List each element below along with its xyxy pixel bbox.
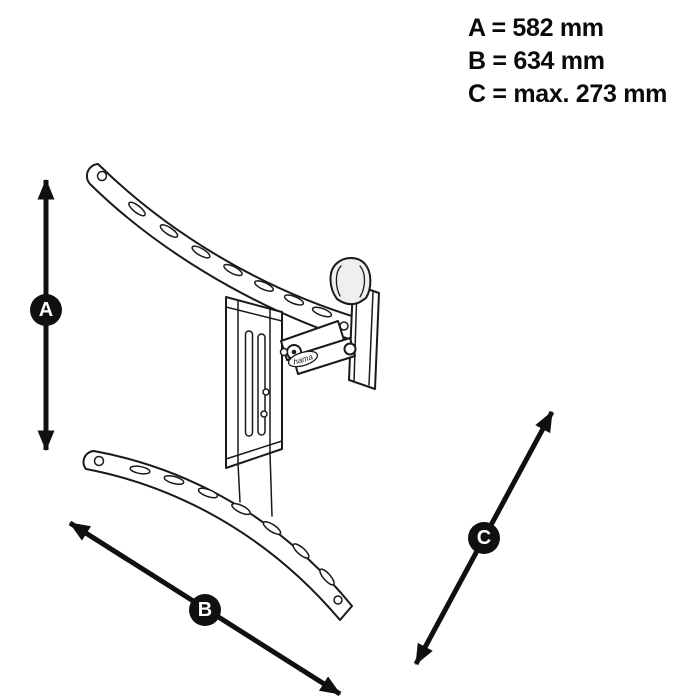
legend-line-c: C = max. 273 mm (468, 80, 668, 108)
wall-mount-drawing: hama (82, 163, 380, 621)
tilt-knob (329, 257, 372, 306)
dimension-label-a: A (30, 294, 62, 326)
top-vesa-arm (85, 163, 359, 341)
articulating-arm (279, 320, 357, 375)
dimension-legend: A = 582 mm B = 634 mm C = max. 273 mm (468, 12, 667, 111)
legend-line-a: A = 582 mm (468, 14, 604, 42)
dimension-arrows (37, 178, 555, 697)
legend-line-b: B = 634 mm (468, 47, 605, 75)
bottom-vesa-arm (82, 450, 353, 621)
center-bracket-plate (225, 296, 283, 517)
top-arm-slots (128, 201, 333, 318)
brand-logo: hama (287, 350, 319, 368)
dimension-label-b: B (189, 594, 221, 626)
dimension-label-c: C (468, 522, 500, 554)
